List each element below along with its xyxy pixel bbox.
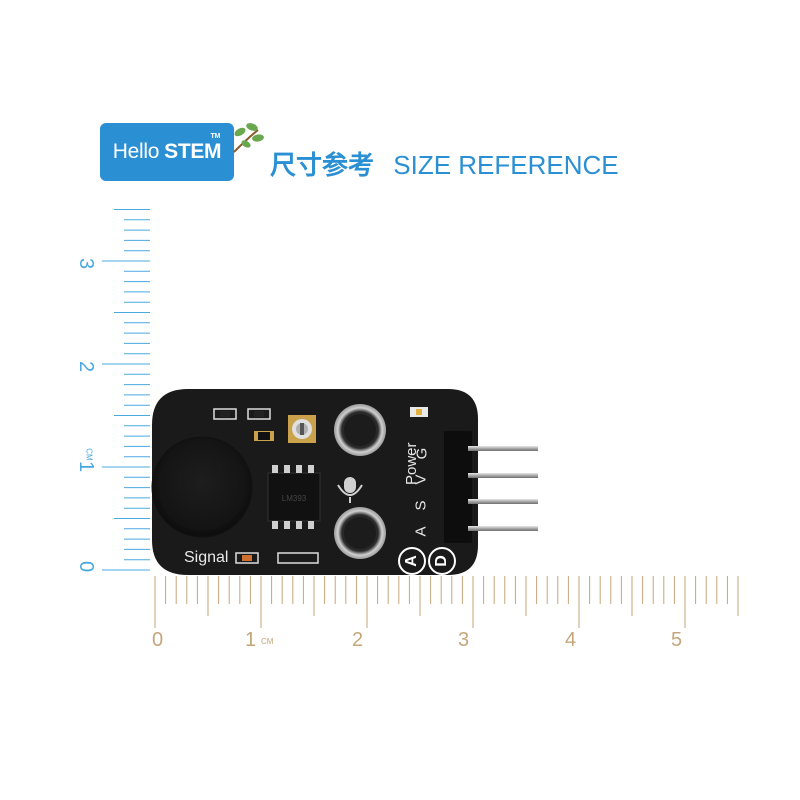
svg-text:LM393: LM393 (282, 494, 307, 503)
logo-trademark: TM (210, 133, 220, 140)
logo-hello-text: Hello (112, 140, 160, 163)
vertical-ruler-ticks (102, 209, 150, 571)
v-unit-label: CM (84, 448, 94, 461)
h-label-4: 4 (565, 629, 577, 651)
sound-sensor-board: LM393 Signal Power A S V G A D (148, 385, 538, 580)
pin-label-g: G (413, 447, 431, 460)
h-label-2: 2 (352, 629, 364, 651)
leaf-sprout-icon (228, 118, 268, 158)
logo-stem-text: STEM (164, 140, 222, 163)
h-label-0: 0 (152, 629, 164, 651)
title-english: SIZE REFERENCE (393, 150, 619, 180)
h-label-1: 1 (245, 629, 257, 651)
h-label-3: 3 (458, 629, 470, 651)
pin-labels: A S V G (412, 435, 446, 545)
h-unit-label: CM (261, 637, 274, 646)
horizontal-ruler-ticks (154, 576, 739, 628)
v-label-0: 0 (75, 560, 98, 573)
digital-badge: D (428, 547, 456, 575)
h-label-5: 5 (671, 629, 683, 651)
analog-badge: A (398, 547, 426, 575)
v-label-3: 3 (75, 257, 98, 270)
signal-label: Signal (184, 549, 229, 566)
board-graphic: LM393 (151, 389, 538, 575)
horizontal-ruler: 0 1 CM 2 3 4 5 (145, 570, 745, 660)
title-chinese: 尺寸参考 (270, 150, 375, 180)
size-reference-title: 尺寸参考 SIZE REFERENCE (270, 150, 619, 180)
vertical-ruler: 0 1 2 3 CM (75, 200, 165, 580)
pin-label-a: A (412, 526, 430, 537)
pin-label-s: S (412, 500, 430, 511)
pin-label-v: V (412, 474, 430, 485)
v-label-1: 1 (75, 460, 98, 473)
hello-stem-logo: Hello STEM TM (100, 123, 234, 181)
v-label-2: 2 (75, 360, 98, 373)
